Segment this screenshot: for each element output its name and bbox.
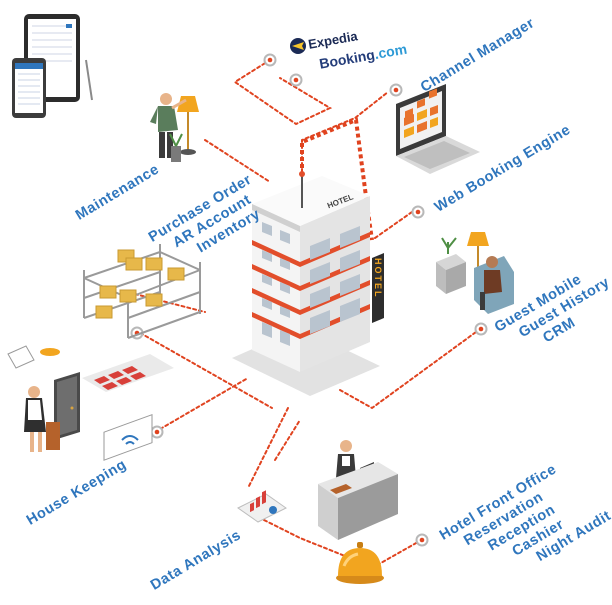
connector-web-booking bbox=[374, 211, 413, 239]
hotel-vertical-sign: HOTEL bbox=[373, 258, 383, 299]
node-expedia bbox=[263, 53, 277, 67]
tablet-phone-illustration bbox=[12, 14, 93, 118]
node-web-booking bbox=[411, 205, 425, 219]
node-guest-crm bbox=[474, 322, 488, 336]
node-house-keeping bbox=[150, 425, 164, 439]
node-front-office bbox=[415, 533, 429, 547]
maintenance-illustration bbox=[150, 93, 199, 162]
connector-house-keeping bbox=[154, 377, 249, 433]
connector-data-analysis bbox=[247, 407, 289, 489]
connector-channel-manager bbox=[301, 91, 389, 173]
node-channel-manager bbox=[389, 83, 403, 97]
expedia-plane-icon bbox=[290, 38, 306, 54]
connector-data-analysis-top bbox=[134, 329, 273, 409]
cargo-boxes-illustration bbox=[95, 249, 185, 319]
connector-front-desk bbox=[274, 419, 301, 461]
connector-guest-crm bbox=[339, 331, 477, 410]
front-desk-illustration bbox=[318, 440, 398, 540]
connector-ota bbox=[233, 59, 333, 126]
guest-lounge-illustration bbox=[436, 232, 514, 314]
connector-antenna bbox=[300, 117, 374, 241]
connector-bell bbox=[247, 511, 356, 561]
service-bell-illustration bbox=[336, 542, 384, 584]
housekeeping-illustration bbox=[7, 345, 174, 461]
data-analysis-tablet-illustration bbox=[237, 490, 287, 523]
node-booking bbox=[289, 73, 303, 87]
connector-maintenance bbox=[204, 139, 271, 183]
hotel-building-illustration bbox=[232, 171, 384, 396]
connector-lines bbox=[134, 59, 477, 569]
laptop-illustration bbox=[396, 84, 480, 174]
